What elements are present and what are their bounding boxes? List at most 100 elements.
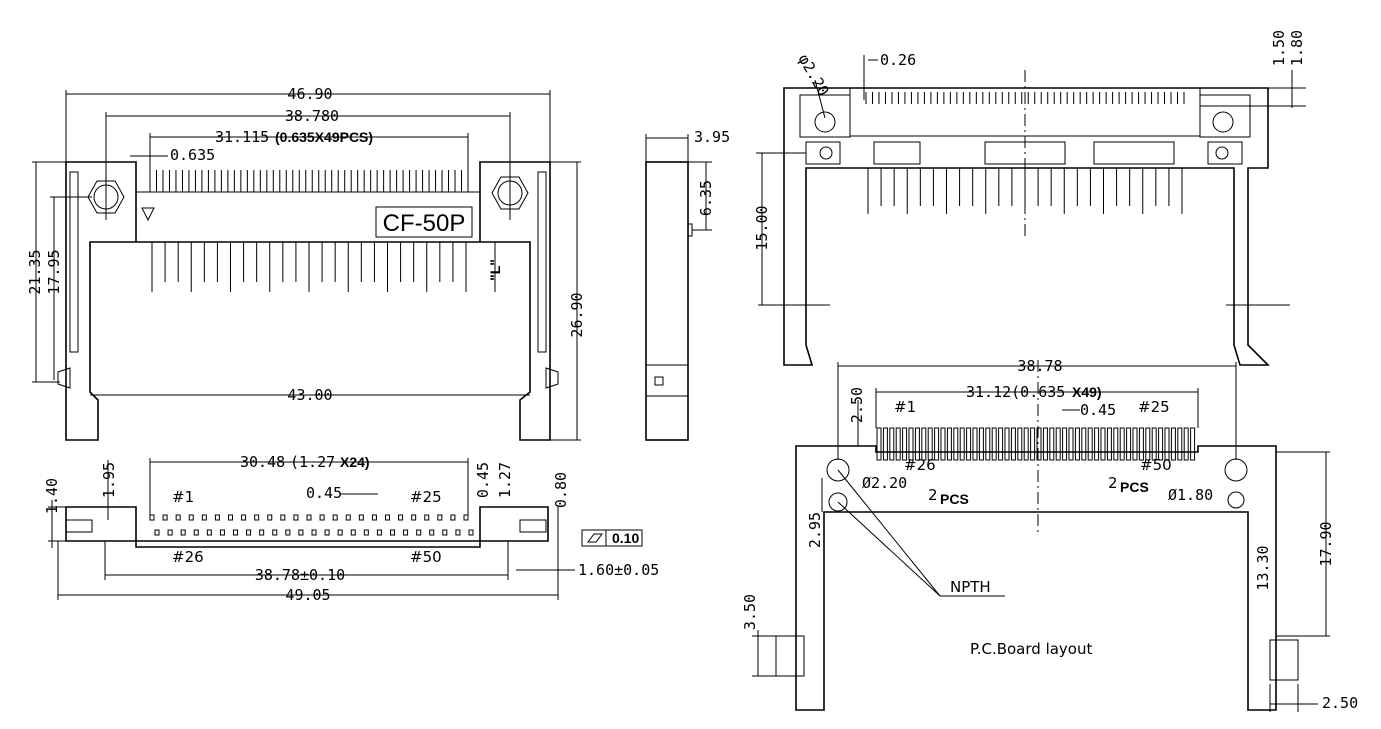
pcb-pad [927,427,933,461]
front-pin-top [201,514,207,521]
side-body [645,161,689,441]
dim-peg-span: 38.78±0.10 [255,566,345,584]
rear-left-hole [814,111,836,133]
pcb-pad [1010,427,1016,461]
pin26-label: #26 [172,548,204,566]
top-pin-comb [149,170,469,292]
pcb-pad [1081,427,1087,461]
dim-rear-height: 15.00 [753,205,771,250]
pcb-pad [1017,427,1023,461]
front-pin-top [371,514,377,521]
pcb-pad [1062,427,1068,461]
dim-inner-height: 17.95 [45,249,63,294]
pcb-pad [953,427,959,461]
pin50-label: #50 [410,548,442,566]
front-pin-bottom [376,529,382,536]
front-pin-top [214,514,220,521]
left-latch [57,367,71,389]
dim-row-pitch: 1.27 [496,462,514,498]
pcb-dim-hole-span: 38.78 [1017,357,1062,375]
front-pin-bottom [442,529,448,536]
front-pin-top [450,514,456,521]
pcb-pad [1177,427,1183,461]
dim-body-height: 21.35 [26,249,44,294]
dim-150: 1.50 [1270,30,1288,66]
left-hex-nut [87,180,125,214]
front-pin-bottom [285,529,291,536]
front-pin-top [254,514,260,521]
pcb-hole-left-small [828,492,848,512]
dim-row-span-note: (1.27 [290,453,335,471]
pcb-layout-title: P.C.Board layout [970,640,1092,658]
front-pin-bottom [233,529,238,536]
pcb-hole-right-big [1224,458,1248,482]
pcb-layout: 38.78 31.12(0.635 X49) 0.45 #1 #25 #26 #… [741,357,1358,712]
front-pin-bottom [311,529,317,536]
front-pin-top [280,514,286,521]
dim-peg-dia: 1.60±0.05 [578,561,659,579]
pcb-pad [1158,427,1164,461]
front-pin-top [175,514,181,521]
dim-pin-span-note: (0.635X49PCS) [275,129,373,145]
front-pin-bottom [154,529,160,536]
pin25-label: #25 [410,488,442,506]
side-square-mark [654,376,664,386]
front-pin-bottom [416,529,422,536]
front-pin-rows [149,514,474,536]
dim-pitch-small: 0.45 [306,484,342,502]
front-pin-bottom [455,529,461,536]
dim-row-span: 30.48 [240,453,285,471]
pcb-pad [895,427,901,461]
pcb-pad [991,427,997,461]
pcb-pad [889,427,895,461]
dim-pin-span: 31.115 [215,128,269,146]
front-pin-top [358,514,364,521]
dim-height-left-2: 1.95 [100,462,118,498]
front-pin-top [293,514,299,521]
front-pin-top [345,514,351,521]
front-pin-top [241,514,247,521]
pcb-pad [946,427,952,461]
pcb-pad [1042,427,1048,461]
front-pin-top [463,514,469,521]
front-pin-top [188,514,194,521]
dim-row-span-count: X24) [340,454,370,470]
pcb-pad [908,427,914,461]
pcb-pad [914,427,920,461]
front-pin-bottom [206,529,212,536]
front-pin-top [424,514,430,521]
pcb-pad [1113,427,1119,461]
pcb-pad [1087,427,1093,461]
front-pin-bottom [272,529,278,536]
front-pin-bottom [363,529,369,536]
pcb-dim-pad-count: X49) [1072,384,1102,400]
front-pin-bottom [403,529,409,536]
front-pin-top [162,514,168,521]
pcb-dim-295: 2.95 [806,512,824,548]
front-pin-bottom [298,529,304,536]
pcb-pad [1100,427,1106,461]
pcb-npth: NPTH [950,578,991,596]
pcb-pcs-prefix-left: 2 [928,486,938,504]
front-view: 30.48 (1.27 X24) #1 #25 #26 #50 0.45 0.4… [43,453,659,604]
pcb-pad [902,427,908,461]
pcb-dim-350: 3.50 [741,594,759,630]
dim-row-offset: 0.45 [474,462,492,498]
part-label-box [375,206,473,238]
pcb-pin25: #25 [1138,398,1170,416]
pcb-pcs-word-left: PCS [940,491,969,507]
pcb-pad [934,427,940,461]
front-pin-bottom [468,529,474,536]
pcb-pad [1004,427,1010,461]
pcb-pad [1030,427,1036,461]
pcb-pad [1106,427,1112,461]
front-pin-top [385,514,390,521]
flatness-value: 0.10 [612,530,639,546]
front-pin-bottom [259,529,265,536]
front-pin-top [319,514,325,521]
dim-total-height: 26.90 [568,292,586,337]
pcb-pad [1132,427,1138,461]
top-view: CF-50P 46.90 38.780 31.115 (0.635X49PCS)… [26,85,586,441]
front-pin-bottom [167,529,173,536]
